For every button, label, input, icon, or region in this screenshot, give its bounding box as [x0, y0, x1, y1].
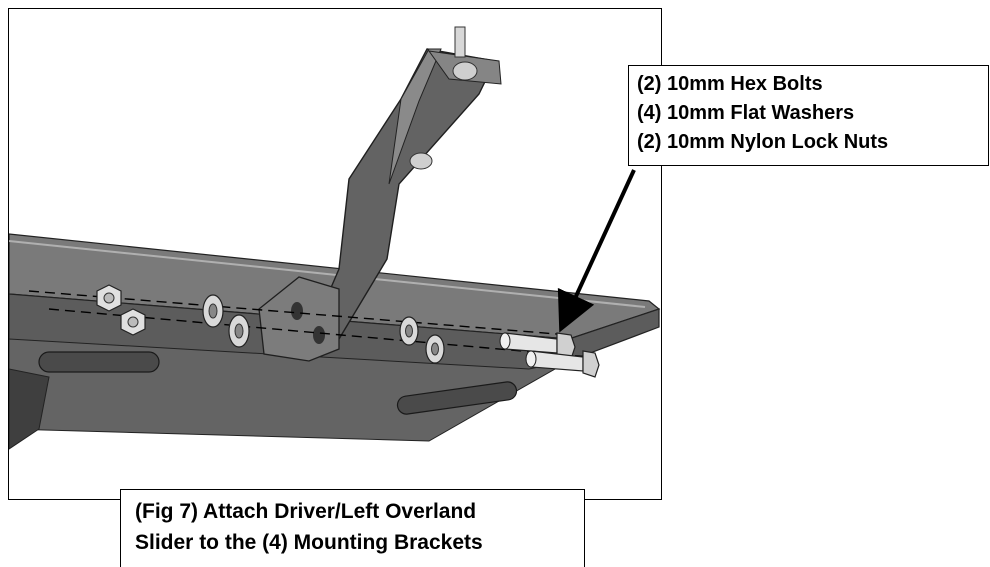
callout-line-hex-bolts: (2) 10mm Hex Bolts [637, 73, 823, 95]
nylon-lock-nut-1 [96, 284, 122, 312]
caption-line-1: (Fig 7) Attach Driver/Left Overland [135, 500, 477, 523]
hex-bolt-1 [499, 332, 576, 360]
nylon-lock-nut-2 [120, 308, 146, 336]
slot-right [396, 381, 518, 415]
assembly-illustration [8, 8, 662, 500]
hardware-callout: (2) 10mm Hex Bolts (4) 10mm Flat Washers… [628, 65, 989, 166]
flat-washer-2 [228, 314, 250, 348]
figure-caption: (Fig 7) Attach Driver/Left Overland Slid… [120, 489, 585, 567]
flat-washer-4 [425, 334, 445, 364]
slider-bracket-drawing [9, 26, 661, 450]
flat-washer-1 [202, 294, 224, 328]
callout-line-flat-washers: (4) 10mm Flat Washers [637, 102, 855, 124]
flat-washer-3 [399, 316, 419, 346]
callout-line-lock-nuts: (2) 10mm Nylon Lock Nuts [637, 131, 889, 153]
slot-left [38, 351, 160, 373]
hex-bolt-2 [525, 350, 600, 378]
caption-line-2: Slider to the (4) Mounting Brackets [135, 531, 483, 554]
